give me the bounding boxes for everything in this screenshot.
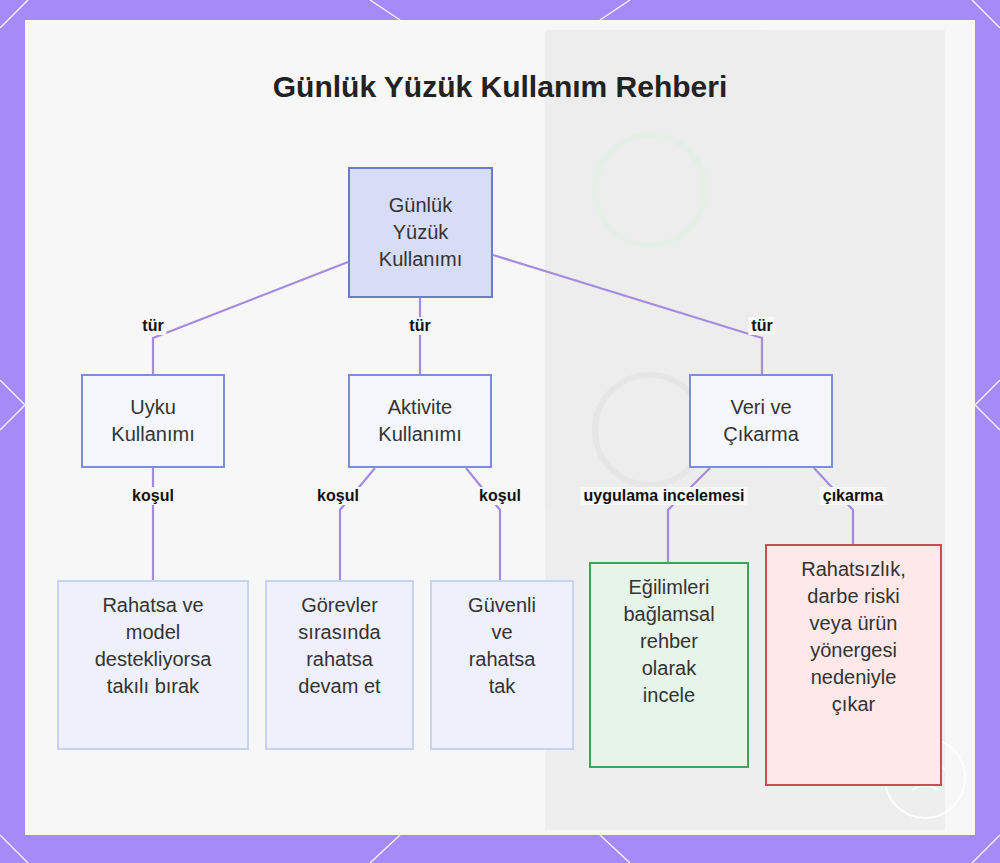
edge-label: koşul: [129, 487, 177, 505]
edge-label: tür: [139, 317, 166, 335]
connector: [340, 468, 375, 580]
connector: [668, 468, 710, 562]
process-box: Eğilimleri bağlamsal rehber olarak incel…: [589, 562, 749, 768]
process-box: Güvenli ve rahatsa tak: [430, 580, 574, 750]
connector: [153, 262, 348, 374]
edge-label: çıkarma: [820, 487, 887, 505]
process-box: Günlük Yüzük Kullanımı: [348, 167, 493, 298]
connector: [493, 255, 762, 374]
node-text: Veri ve Çıkarma: [716, 394, 806, 448]
faded-photo: [545, 30, 945, 830]
node-text: Günlük Yüzük Kullanımı: [370, 192, 471, 273]
process-box: Uyku Kullanımı: [81, 374, 225, 468]
node-text: Rahatsa ve model destekliyorsa takılı bı…: [89, 592, 217, 700]
node-text: Aktivite Kullanımı: [370, 394, 470, 448]
process-box: Aktivite Kullanımı: [348, 374, 492, 468]
process-box: Rahatsa ve model destekliyorsa takılı bı…: [57, 580, 249, 750]
edge-label: uygulama incelemesi: [581, 487, 748, 505]
node-text: Uyku Kullanımı: [103, 394, 203, 448]
process-box: Rahatsızlık, darbe riski veya ürün yöner…: [765, 544, 942, 786]
edge-label: koşul: [476, 487, 524, 505]
process-box: Veri ve Çıkarma: [689, 374, 833, 468]
connector: [419, 298, 421, 374]
node-text: Eğilimleri bağlamsal rehber olarak incel…: [619, 574, 719, 709]
node-text: Rahatsızlık, darbe riski veya ürün yöner…: [791, 556, 916, 718]
connector: [152, 468, 154, 580]
node-text: Güvenli ve rahatsa tak: [462, 592, 542, 700]
edge-label: koşul: [314, 487, 362, 505]
node-text: Görevler sırasında rahatsa devam et: [289, 592, 390, 700]
process-box: Görevler sırasında rahatsa devam et: [265, 580, 414, 750]
connector: [814, 468, 853, 544]
diagram-title: Günlük Yüzük Kullanım Rehberi: [0, 70, 1000, 104]
edge-label: tür: [748, 317, 775, 335]
edge-label: tür: [406, 317, 433, 335]
connector: [466, 468, 500, 580]
card: [25, 20, 975, 835]
